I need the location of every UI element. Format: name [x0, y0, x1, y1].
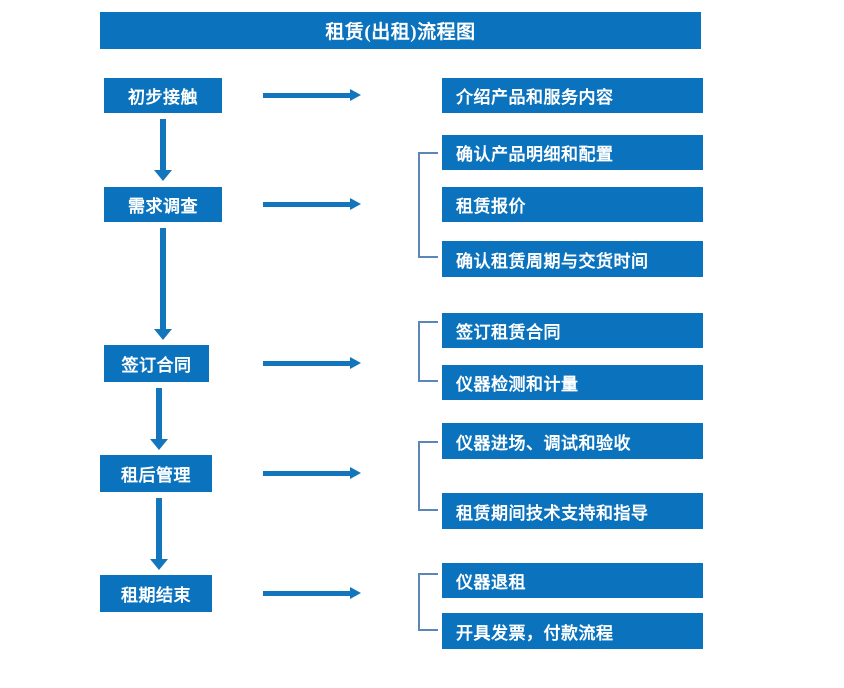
detail-box-5[interactable]: 签订租赁合同	[442, 313, 703, 348]
bracket-group-4	[418, 441, 438, 511]
detail-box-6[interactable]: 仪器检测和计量	[442, 365, 703, 400]
stage-box-2[interactable]: 需求调查	[104, 187, 222, 222]
page-title: 租赁(出租)流程图	[100, 12, 701, 49]
detail-box-10[interactable]: 开具发票，付款流程	[442, 613, 703, 649]
detail-box-7[interactable]: 仪器进场、调试和验收	[442, 423, 703, 459]
vertical-arrow-1-to-2	[152, 119, 174, 181]
detail-box-3[interactable]: 租赁报价	[442, 187, 703, 222]
horizontal-arrow-3	[263, 354, 361, 374]
stage-box-3[interactable]: 签订合同	[104, 345, 209, 382]
detail-box-4[interactable]: 确认租赁周期与交货时间	[442, 241, 703, 277]
vertical-arrow-4-to-5	[148, 498, 170, 570]
vertical-arrow-2-to-3	[152, 228, 174, 340]
horizontal-arrow-4	[263, 464, 361, 484]
stage-box-1[interactable]: 初步接触	[104, 78, 222, 113]
detail-box-8[interactable]: 租赁期间技术支持和指导	[442, 493, 703, 529]
horizontal-arrow-5	[263, 584, 361, 604]
horizontal-arrow-2	[263, 195, 361, 215]
bracket-group-5	[418, 573, 438, 631]
detail-box-2[interactable]: 确认产品明细和配置	[442, 135, 703, 170]
detail-box-9[interactable]: 仪器退租	[442, 563, 703, 598]
bracket-group-2	[418, 152, 438, 258]
stage-box-4[interactable]: 租后管理	[100, 455, 212, 492]
detail-box-1[interactable]: 介绍产品和服务内容	[442, 78, 703, 113]
bracket-group-3	[418, 321, 438, 382]
stage-box-5[interactable]: 租期结束	[100, 575, 212, 612]
horizontal-arrow-1	[263, 86, 361, 106]
vertical-arrow-3-to-4	[148, 388, 170, 450]
